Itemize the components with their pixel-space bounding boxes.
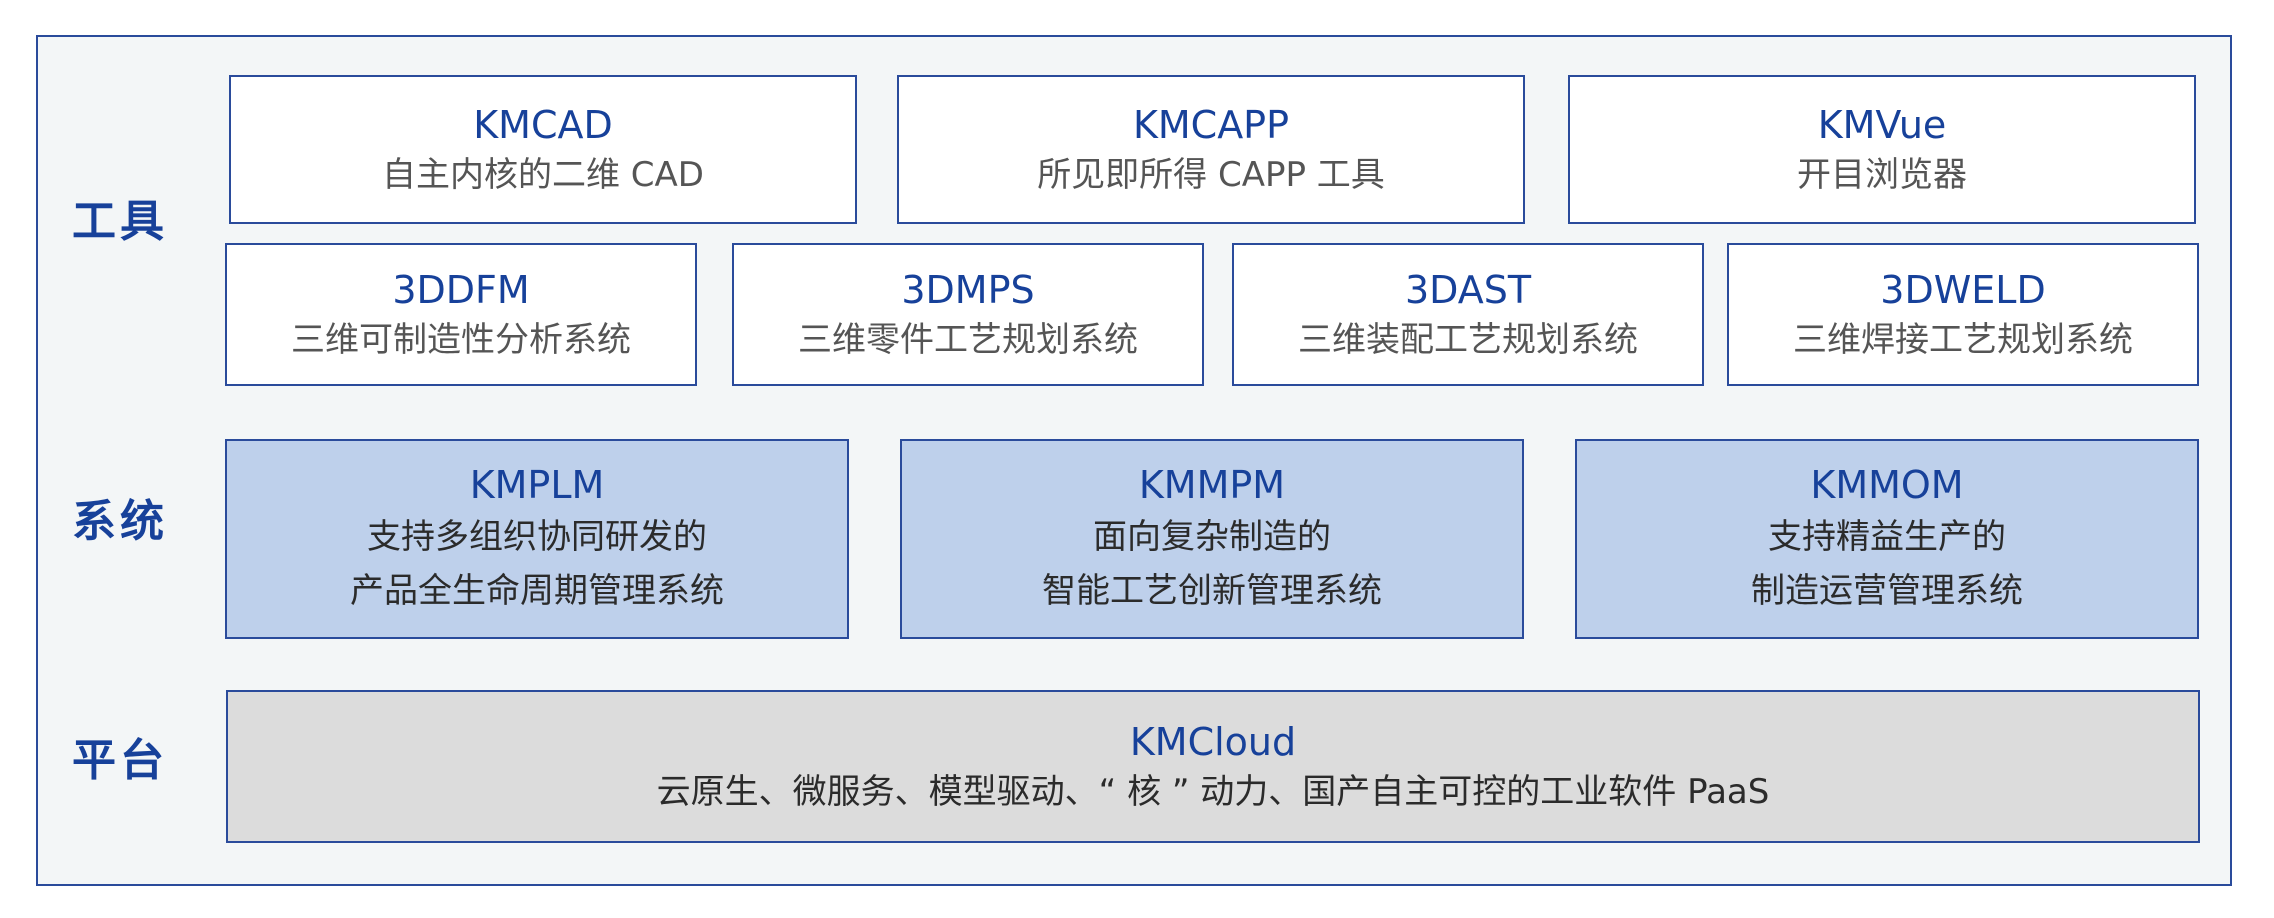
tool-desc: 三维可制造性分析系统 <box>291 319 631 360</box>
platform-desc: 云原生、微服务、模型驱动、“ 核 ” 动力、国产自主可控的工业软件 PaaS <box>656 771 1770 812</box>
system-name: KMMPM <box>1138 463 1286 507</box>
tool-desc: 三维装配工艺规划系统 <box>1298 319 1638 360</box>
system-name: KMPLM <box>469 463 605 507</box>
tool-3dast: 3DAST 三维装配工艺规划系统 <box>1232 243 1704 386</box>
system-desc-line1: 支持多组织协同研发的 <box>367 517 707 557</box>
tool-name: KMVue <box>1817 102 1947 147</box>
system-name: KMMOM <box>1810 463 1964 507</box>
tool-kmvue: KMVue 开目浏览器 <box>1568 75 2196 224</box>
tool-3ddfm: 3DDFM 三维可制造性分析系统 <box>225 243 697 386</box>
platform-kmcloud: KMCloud 云原生、微服务、模型驱动、“ 核 ” 动力、国产自主可控的工业软… <box>226 690 2200 843</box>
tool-desc: 所见即所得 CAPP 工具 <box>1037 154 1385 195</box>
tool-name: 3DMPS <box>901 267 1035 312</box>
tool-name: KMCAD <box>473 102 613 147</box>
tool-3dmps: 3DMPS 三维零件工艺规划系统 <box>732 243 1204 386</box>
system-desc-line2: 制造运营管理系统 <box>1751 571 2023 611</box>
tool-name: 3DWELD <box>1880 267 2046 312</box>
system-kmplm: KMPLM 支持多组织协同研发的 产品全生命周期管理系统 <box>225 439 849 639</box>
tool-kmcapp: KMCAPP 所见即所得 CAPP 工具 <box>897 75 1525 224</box>
platform-name: KMCloud <box>1129 719 1297 764</box>
system-desc-line2: 产品全生命周期管理系统 <box>350 571 724 611</box>
system-kmmpm: KMMPM 面向复杂制造的 智能工艺创新管理系统 <box>900 439 1524 639</box>
tool-name: KMCAPP <box>1132 102 1290 147</box>
tool-desc: 开目浏览器 <box>1797 154 1967 195</box>
tool-desc: 三维零件工艺规划系统 <box>798 319 1138 360</box>
tool-desc: 自主内核的二维 CAD <box>382 154 704 195</box>
tool-desc: 三维焊接工艺规划系统 <box>1793 319 2133 360</box>
row-label-tools: 工具 <box>72 196 168 247</box>
row-label-platform: 平台 <box>72 735 168 786</box>
tool-name: 3DDFM <box>392 267 530 312</box>
system-desc-line1: 支持精益生产的 <box>1768 517 2006 557</box>
system-kmmom: KMMOM 支持精益生产的 制造运营管理系统 <box>1575 439 2199 639</box>
tool-name: 3DAST <box>1404 267 1532 312</box>
row-label-systems: 系统 <box>72 496 168 547</box>
system-desc-line2: 智能工艺创新管理系统 <box>1042 571 1382 611</box>
tool-kmcad: KMCAD 自主内核的二维 CAD <box>229 75 857 224</box>
system-desc-line1: 面向复杂制造的 <box>1093 517 1331 557</box>
tool-3dweld: 3DWELD 三维焊接工艺规划系统 <box>1727 243 2199 386</box>
